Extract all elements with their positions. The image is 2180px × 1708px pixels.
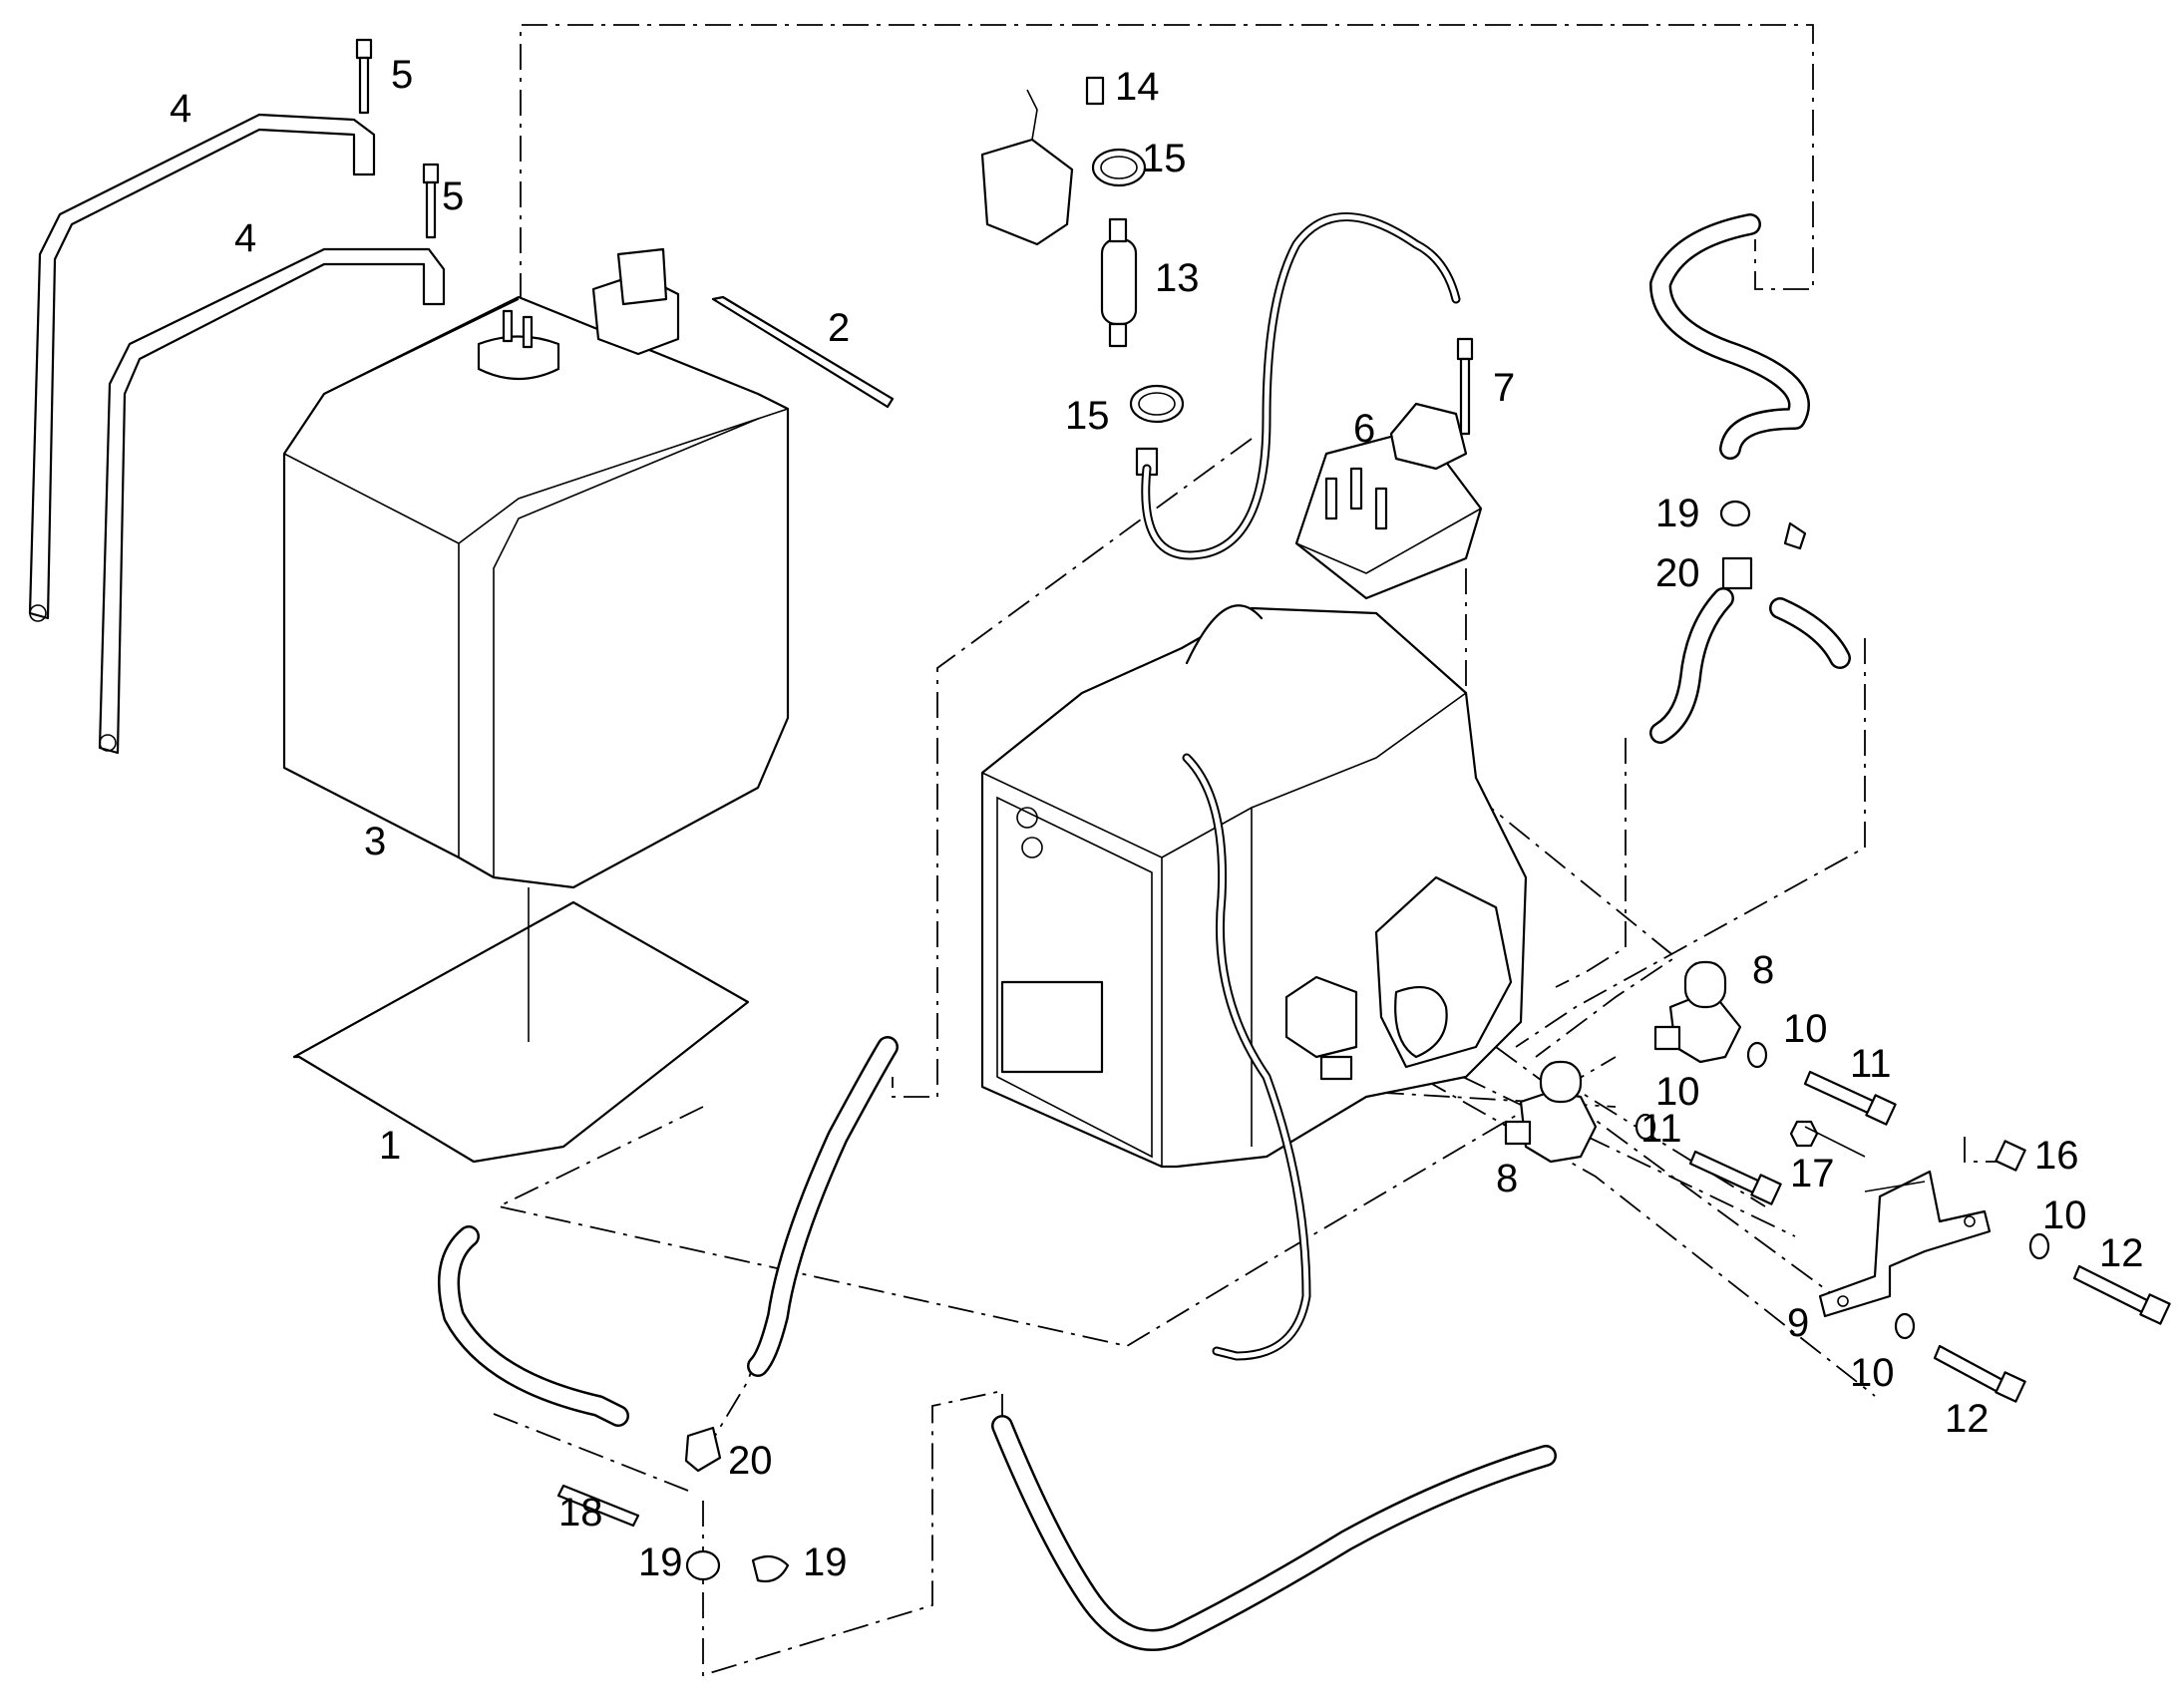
part-8-valves: [1504, 960, 1742, 1164]
callout-17: 17: [1790, 1152, 1835, 1196]
part-5-bolts: [355, 38, 440, 239]
bottom-long-hose: [991, 1415, 1557, 1651]
callout-10d: 10: [1850, 1351, 1895, 1395]
callout-15b: 15: [1065, 394, 1110, 438]
callout-7: 7: [1493, 366, 1515, 410]
part-10-washers: [1635, 1041, 2050, 1340]
callout-10a: 10: [1783, 1007, 1828, 1051]
callout-12b: 12: [1945, 1397, 1990, 1441]
callout-4a: 4: [170, 87, 191, 131]
part-2-strip: [711, 295, 895, 409]
lower-left-hose-assembly: [438, 1036, 899, 1583]
leader-lines: [1804, 1126, 1926, 1193]
part-4-straps: [28, 113, 446, 755]
callout-2: 2: [828, 306, 850, 350]
callout-10b: 10: [1655, 1070, 1700, 1114]
cable: [1141, 212, 1461, 560]
callout-5a: 5: [391, 53, 413, 97]
part-9-bracket: [1818, 1170, 1992, 1318]
callout-8a: 8: [1752, 948, 1774, 992]
callout-19b: 19: [638, 1540, 683, 1584]
pump-assembly: [980, 76, 1185, 477]
callout-labels: 1 2 3 4 4 5 5 6 7 8 8 9 10 10 10 10 11 1…: [170, 53, 2144, 1584]
callout-18: 18: [558, 1491, 603, 1535]
callout-9: 9: [1787, 1301, 1809, 1345]
callout-15a: 15: [1142, 137, 1187, 180]
callout-12a: 12: [2099, 1231, 2144, 1275]
heater-cable: [1182, 753, 1311, 1361]
callout-1: 1: [379, 1124, 401, 1168]
part-1-mat: [292, 887, 750, 1164]
callout-6: 6: [1353, 407, 1375, 451]
part-3-tank: [282, 247, 790, 889]
heater-unit: [980, 604, 1528, 1169]
callout-10c: 10: [2042, 1194, 2087, 1237]
callout-20b: 20: [728, 1439, 773, 1483]
callout-11b: 11: [1640, 1107, 1682, 1151]
callout-11a: 11: [1850, 1042, 1892, 1086]
callout-14: 14: [1115, 65, 1160, 109]
right-hose-assembly: [1649, 213, 1851, 744]
callout-16: 16: [2034, 1134, 2079, 1178]
callout-4b: 4: [234, 216, 256, 260]
callout-19c: 19: [803, 1540, 848, 1584]
callout-8b: 8: [1496, 1157, 1518, 1200]
callout-3: 3: [364, 820, 386, 863]
callout-19a: 19: [1655, 492, 1700, 535]
callout-13: 13: [1155, 256, 1200, 300]
callout-20a: 20: [1655, 551, 1700, 595]
part-11-12-bolts: [1688, 1070, 2171, 1403]
part-6-control-unit: [1294, 402, 1483, 600]
callout-5b: 5: [442, 174, 464, 218]
part-16-17: [1789, 1120, 2026, 1172]
part-7-bolt: [1456, 337, 1474, 436]
